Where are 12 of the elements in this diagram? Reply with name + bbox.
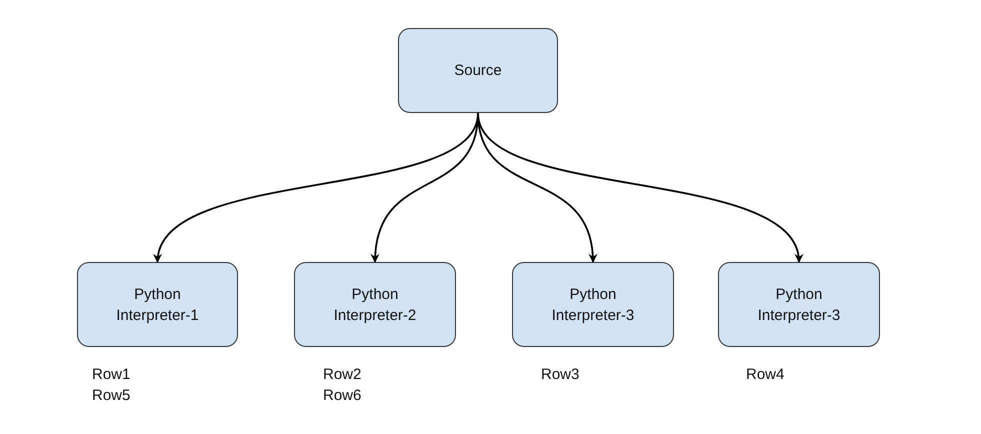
row-label: Row1 bbox=[92, 365, 130, 385]
row-label: Row6 bbox=[323, 386, 362, 406]
process-box: Python Interpreter-1 bbox=[77, 262, 238, 347]
process-box: Python Interpreter-2 bbox=[294, 262, 456, 347]
row-label: Row3 bbox=[541, 365, 580, 385]
process-box: Source bbox=[398, 28, 558, 113]
row-label: Row5 bbox=[92, 386, 130, 406]
row-label: Row2 bbox=[323, 365, 362, 385]
process-box: Python Interpreter-3 bbox=[512, 262, 674, 347]
row-label: Row4 bbox=[746, 365, 784, 385]
arrow bbox=[477, 112, 802, 263]
process-box: Python Interpreter-3 bbox=[718, 262, 880, 347]
